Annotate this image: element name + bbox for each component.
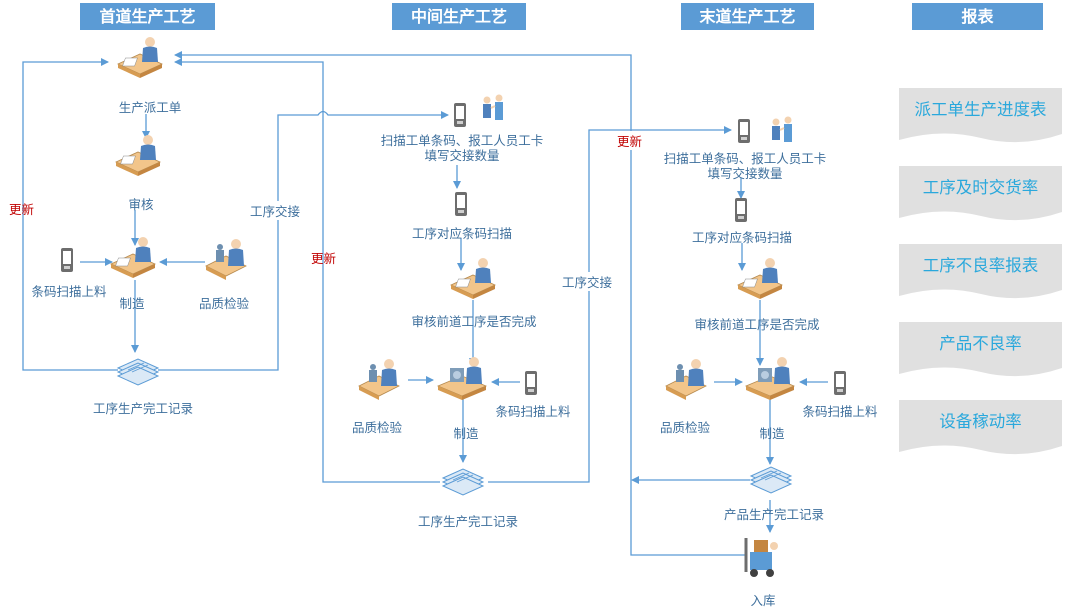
scan-phone-icon [61,248,73,272]
report-process-defect[interactable]: 工序不良率报表 [899,244,1062,304]
report-process-delivery-label: 工序及时交货率 [922,178,1039,197]
feed-scan-phone-icon [834,371,846,395]
scan-instruction-line2: 填写交接数量 [707,166,783,181]
scan-phone-icon [454,103,466,127]
quality-label: 品质检验 [198,296,250,311]
report-card-bg [899,244,1062,299]
header-last-stage: 末道生产工艺 [681,3,814,30]
manufacture-machine-icon [437,356,487,401]
header-middle-stage: 中间生产工艺 [392,3,526,30]
handover-label: 工序交接 [250,201,301,220]
review-prev-label: 审核前道工序是否完成 [694,317,820,332]
process-scan-phone-icon [455,192,467,216]
manufacture-label: 制造 [119,296,145,311]
scan-instruction-line1: 扫描工单条码、报工人员工卡 [380,133,544,148]
manufacture-label: 制造 [759,426,785,441]
quality-inspect-icon [665,358,707,401]
update-label: 更新 [9,202,35,217]
review-label: 审核 [128,197,154,212]
scan-instruction-line2: 填写交接数量 [424,148,500,163]
scan-instruction-line1: 扫描工单条码、报工人员工卡 [663,151,827,166]
handover-label: 工序交接 [562,272,613,291]
warehouse-label: 入库 [750,593,776,608]
record-label: 工序生产完工记录 [417,514,519,529]
scan-instruction-label: 扫描工单条码、报工人员工卡 填写交接数量 [664,151,827,181]
update-label: 更新 [617,131,643,150]
report-dispatch-progress-label: 派工单生产进度表 [914,100,1047,119]
scan-instruction-label: 扫描工单条码、报工人员工卡 填写交接数量 [381,133,544,163]
review-worker-icon [450,257,496,300]
manufacture-machine-icon [745,356,795,401]
quality-inspect-icon [205,238,247,281]
review-worker-icon [737,257,783,300]
header-first-stage: 首道生产工艺 [80,3,215,30]
scan-feed-label: 条码扫描上料 [495,404,571,419]
manufacture-label: 制造 [453,426,479,441]
scan-feed-label: 条码扫描上料 [802,404,878,419]
record-document-icon [117,358,159,386]
report-product-defect-label: 产品不良率 [939,334,1022,353]
report-dispatch-progress[interactable]: 派工单生产进度表 [899,88,1062,148]
quality-label: 品质检验 [659,420,711,435]
reporting-staff-icon [482,93,504,121]
review-worker-icon [115,134,161,177]
process-scan-label: 工序对应条码扫描 [691,230,793,245]
report-process-delivery[interactable]: 工序及时交货率 [899,166,1062,226]
scan-phone-icon [738,119,750,143]
process-scan-phone-icon [735,198,747,222]
connector-lines [22,51,828,556]
header-report: 报表 [912,3,1043,30]
quality-inspect-icon [358,358,400,401]
feed-scan-phone-icon [525,371,537,395]
manufacture-worker-icon [110,236,156,279]
record-document-icon [442,468,484,496]
report-card-bg [899,166,1062,221]
report-card-bg [899,400,1062,455]
report-equipment-utilization-label: 设备稼动率 [939,412,1022,431]
review-prev-label: 审核前道工序是否完成 [411,314,537,329]
product-record-label: 产品生产完工记录 [723,507,825,522]
warehouse-forklift-icon [744,536,780,579]
quality-label: 品质检验 [351,420,403,435]
report-card-bg [899,322,1062,377]
dispatch-label: 生产派工单 [118,100,182,115]
report-card-bg [899,88,1062,143]
update-label: 更新 [311,251,337,266]
dispatch-worker-icon [117,36,163,79]
scan-feed-label: 条码扫描上料 [31,284,107,299]
report-equipment-utilization[interactable]: 设备稼动率 [899,400,1062,460]
process-scan-label: 工序对应条码扫描 [411,226,513,241]
report-product-defect[interactable]: 产品不良率 [899,322,1062,382]
record-label: 工序生产完工记录 [92,401,194,416]
product-record-document-icon [750,466,792,494]
report-process-defect-label: 工序不良率报表 [922,256,1039,275]
reporting-staff-icon [771,115,793,143]
